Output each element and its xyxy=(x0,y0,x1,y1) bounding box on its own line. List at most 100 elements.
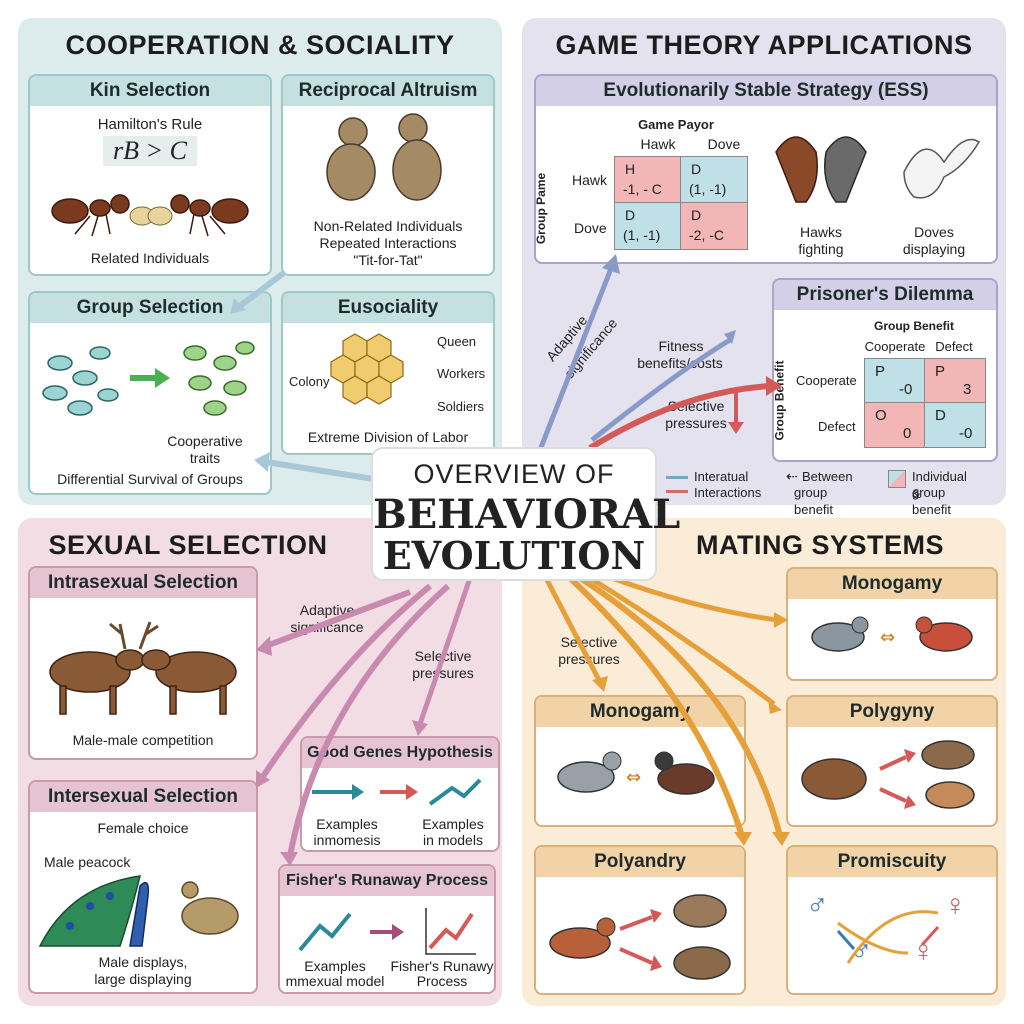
ess-cell-hd-b: (1, -1) xyxy=(689,181,727,197)
male-symbol-2-icon: ♂ xyxy=(850,935,873,968)
polygyny-animals-icon xyxy=(801,740,975,809)
coop-traits-line2: traits xyxy=(189,450,221,466)
male-symbol-icon: ♂ xyxy=(806,889,829,922)
ess-cell-dh-a: D xyxy=(625,207,636,223)
ess-row-axis: Group Pame xyxy=(534,172,549,245)
sexual-selective-label-1: Selective xyxy=(414,648,472,664)
cooperation-title: COOPERATION & SOCIALITY xyxy=(65,30,455,60)
pd-cell-dd-a: D xyxy=(935,407,946,424)
intrasexual-caption: Male-male competition xyxy=(72,732,214,748)
honeycomb-icon xyxy=(330,333,404,405)
pd-row-cooperate: Cooperate xyxy=(796,373,857,388)
ess-row-dove: Dove xyxy=(574,220,607,236)
polyandry-card: Polyandry xyxy=(534,845,746,995)
ess-matrix-title: Game Payor xyxy=(638,117,714,132)
eusoc-soldiers-label: Soldiers xyxy=(437,399,484,414)
ess-cell-dh-b: (1, -1) xyxy=(623,227,661,243)
group-caption: Differential Survival of Groups xyxy=(57,471,243,487)
microbe-group-right-icon xyxy=(183,341,255,416)
intersexual-caption-1: Male displays, xyxy=(98,954,188,970)
intersexual-card: Intersexual Selection Female choice Male… xyxy=(28,780,258,994)
legend-c1: Individual & xyxy=(912,469,967,501)
fisher-title: Fisher's Runaway Process xyxy=(280,866,494,896)
male-peacock-label: Male peacock xyxy=(44,854,131,870)
fisher-a1: Examples xyxy=(304,958,366,974)
pd-cell-cc: P -0 xyxy=(864,358,926,404)
monogamy-left-birds-icon: ⇔ xyxy=(557,751,715,795)
dove-icon xyxy=(903,138,981,199)
svg-text:⇔: ⇔ xyxy=(626,767,641,788)
pd-matrix-title: Group Benefit xyxy=(874,319,954,333)
pd-cell-dd-b: -0 xyxy=(959,425,973,442)
hamilton-formula: rB > C xyxy=(103,136,197,166)
mating-systems-title: MATING SYSTEMS xyxy=(695,530,944,560)
ess-cell-dd-a: D xyxy=(691,207,702,223)
doves-caption-1: Doves xyxy=(914,224,954,240)
doves-caption-2: displaying xyxy=(902,241,966,257)
center-title-line1: OVERVIEW OF xyxy=(413,459,615,489)
pd-cell-cc-b: -0 xyxy=(899,381,913,398)
ess-cell-hh-a: H xyxy=(625,161,636,177)
svg-text:⇔: ⇔ xyxy=(880,627,895,648)
female-choice-label: Female choice xyxy=(97,820,189,836)
pd-row-axis: Group Benefit xyxy=(772,360,787,441)
peacock-icon xyxy=(38,875,239,947)
pd-row-defect: Defect xyxy=(818,419,856,434)
kin-caption: Related Individuals xyxy=(90,250,210,266)
monogamy-birds-icon: ⇔ xyxy=(811,616,973,652)
sexual-adaptive-label-2: significance xyxy=(290,619,364,635)
legend-c2: group benefit xyxy=(912,485,952,517)
ant-left-icon xyxy=(51,194,130,237)
hawks-fighting-icon xyxy=(775,136,867,203)
reciprocal-line2: Repeated Interactions xyxy=(319,235,457,251)
game-selective-label-1: Selective xyxy=(667,398,725,414)
ess-cell-dove-dove: D -2, -C xyxy=(680,202,748,250)
pd-col-cooperate: Cooperate xyxy=(864,339,926,354)
intersexual-title: Intersexual Selection xyxy=(30,782,256,812)
legend-b2: group benefit xyxy=(794,485,834,517)
reciprocal-line3: "Tit-for-Tat" xyxy=(353,252,423,268)
ess-row-hawk: Hawk xyxy=(572,172,608,188)
reciprocal-title: Reciprocal Altruism xyxy=(283,76,493,106)
fisher-b2: Process xyxy=(416,973,468,989)
reciprocal-altruism-card: Reciprocal Altruism Non-Related Individu… xyxy=(281,74,495,276)
pd-cell-dd: D -0 xyxy=(924,402,986,448)
sexual-adaptive-label-1: Adaptive xyxy=(299,602,355,618)
ess-col-hawk: Hawk xyxy=(640,136,676,152)
sexual-selective-label-2: pressures xyxy=(412,665,474,681)
hawks-caption-1: Hawks xyxy=(799,224,842,240)
pd-cell-cd: P 3 xyxy=(924,358,986,404)
kin-selection-title: Kin Selection xyxy=(30,76,270,106)
monkey-left-icon xyxy=(326,117,376,201)
pd-cell-dc: O 0 xyxy=(864,402,926,448)
center-title-line2: BEHAVIORAL xyxy=(373,491,681,538)
legend-a1: Interatual xyxy=(694,469,749,484)
intersexual-caption-2: large displaying xyxy=(94,971,192,987)
ants-illustration xyxy=(51,194,249,237)
fisher-arrows-icon xyxy=(298,908,476,955)
female-symbol-icon: ♀ xyxy=(944,889,967,922)
mating-selective-label-2: pressures xyxy=(558,651,620,667)
good-genes-title: Good Genes Hypothesis xyxy=(302,738,498,768)
fisher-b1: Fisher's Runawy xyxy=(390,958,494,974)
legend-b1: Between xyxy=(802,469,853,484)
ess-cell-hh-b: -1, - C xyxy=(623,181,662,197)
intrasexual-card: Intrasexual Selection Male-male competit… xyxy=(28,566,258,760)
polyandry-title: Polyandry xyxy=(536,847,744,877)
group-selection-title: Group Selection xyxy=(30,293,270,323)
promiscuity-card: Promiscuity ♂ ♂ ♀ ♀ xyxy=(786,845,998,995)
deer-fighting-icon xyxy=(49,621,237,715)
center-title-line3: EVOLUTION xyxy=(382,533,646,578)
reciprocal-line1: Non-Related Individuals xyxy=(313,218,463,234)
pd-cell-dc-a: O xyxy=(875,407,887,424)
ess-cell-dd-b: -2, -C xyxy=(689,227,724,243)
monogamy-left-title: Monogamy xyxy=(536,697,744,727)
pd-cell-cd-b: 3 xyxy=(963,381,972,398)
ess-cell-hawk-dove: D (1, -1) xyxy=(680,156,748,204)
intrasexual-title: Intrasexual Selection xyxy=(30,568,256,598)
mating-selective-label-1: Selective xyxy=(560,634,618,650)
monogamy-top-title: Monogamy xyxy=(788,569,996,599)
polyandry-animals-icon xyxy=(549,894,731,980)
microbe-group-left-icon xyxy=(42,346,119,416)
pd-title: Prisoner's Dilemma xyxy=(774,280,996,310)
